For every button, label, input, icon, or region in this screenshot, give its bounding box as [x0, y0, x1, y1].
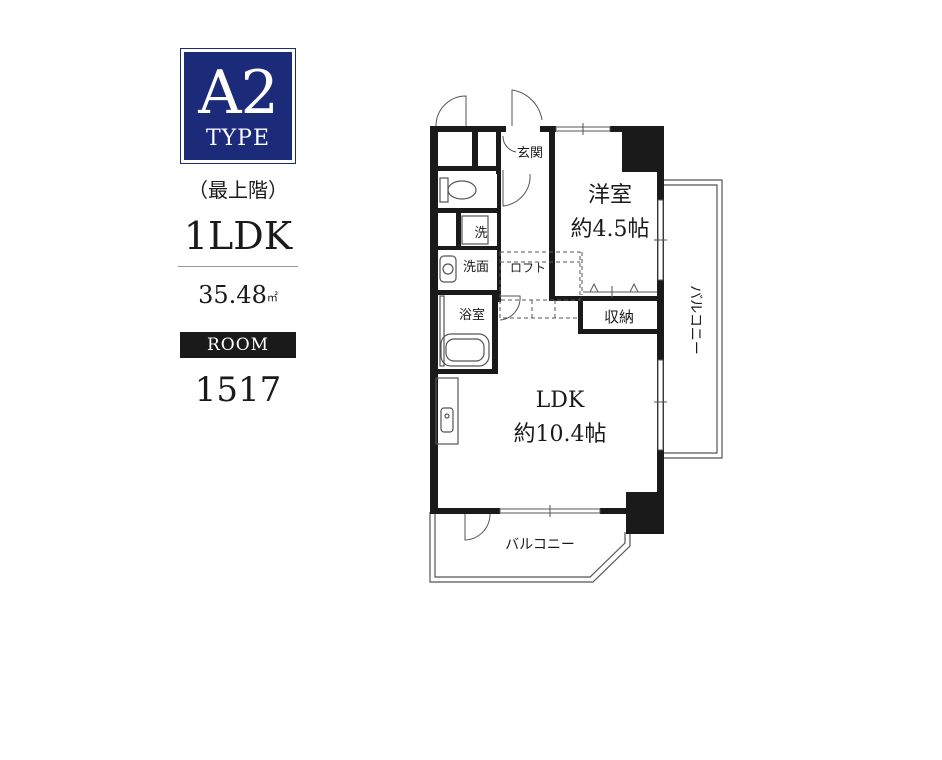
bath-label: 浴室: [459, 307, 485, 323]
outer-walls: [430, 126, 664, 534]
area: 35.48㎡: [180, 278, 296, 312]
area-unit: ㎡: [266, 291, 278, 304]
ldk-name: LDK: [536, 388, 585, 413]
type-badge-fill: A2 TYPE: [184, 52, 292, 160]
balcony-bottom: [429, 512, 631, 583]
doors: [435, 89, 543, 541]
closet-rail: [583, 282, 657, 298]
room-number: 1517: [194, 370, 282, 410]
loft-label: ロフト: [510, 261, 546, 275]
area-value: 35.48: [198, 281, 267, 309]
bedroom-size: 約4.5帖: [571, 217, 650, 242]
ldk-size: 約10.4帖: [514, 422, 607, 447]
balcony-right: [664, 179, 723, 459]
room-label: ROOM: [180, 332, 296, 358]
type-badge: A2 TYPE: [180, 48, 296, 164]
divider: [178, 266, 298, 267]
type-code: A2: [198, 58, 279, 128]
storage-label: 収納: [604, 308, 634, 326]
windows: [499, 123, 667, 517]
layout-label: 1LDK: [183, 214, 293, 258]
bedroom-name: 洋室: [588, 183, 632, 208]
washroom-label: 洗面: [463, 260, 489, 275]
genkan-label: 玄関: [517, 146, 543, 161]
type-word: TYPE: [205, 126, 271, 151]
loft-stairs: [499, 251, 583, 319]
inner-walls: [434, 126, 661, 374]
balcony-side-label: バルコニー: [687, 285, 703, 355]
wash-label: 洗: [474, 226, 487, 241]
floor-note: （最上階）: [188, 178, 288, 202]
fixtures: [435, 177, 490, 445]
balcony-bottom-label: バルコニー: [505, 537, 575, 553]
